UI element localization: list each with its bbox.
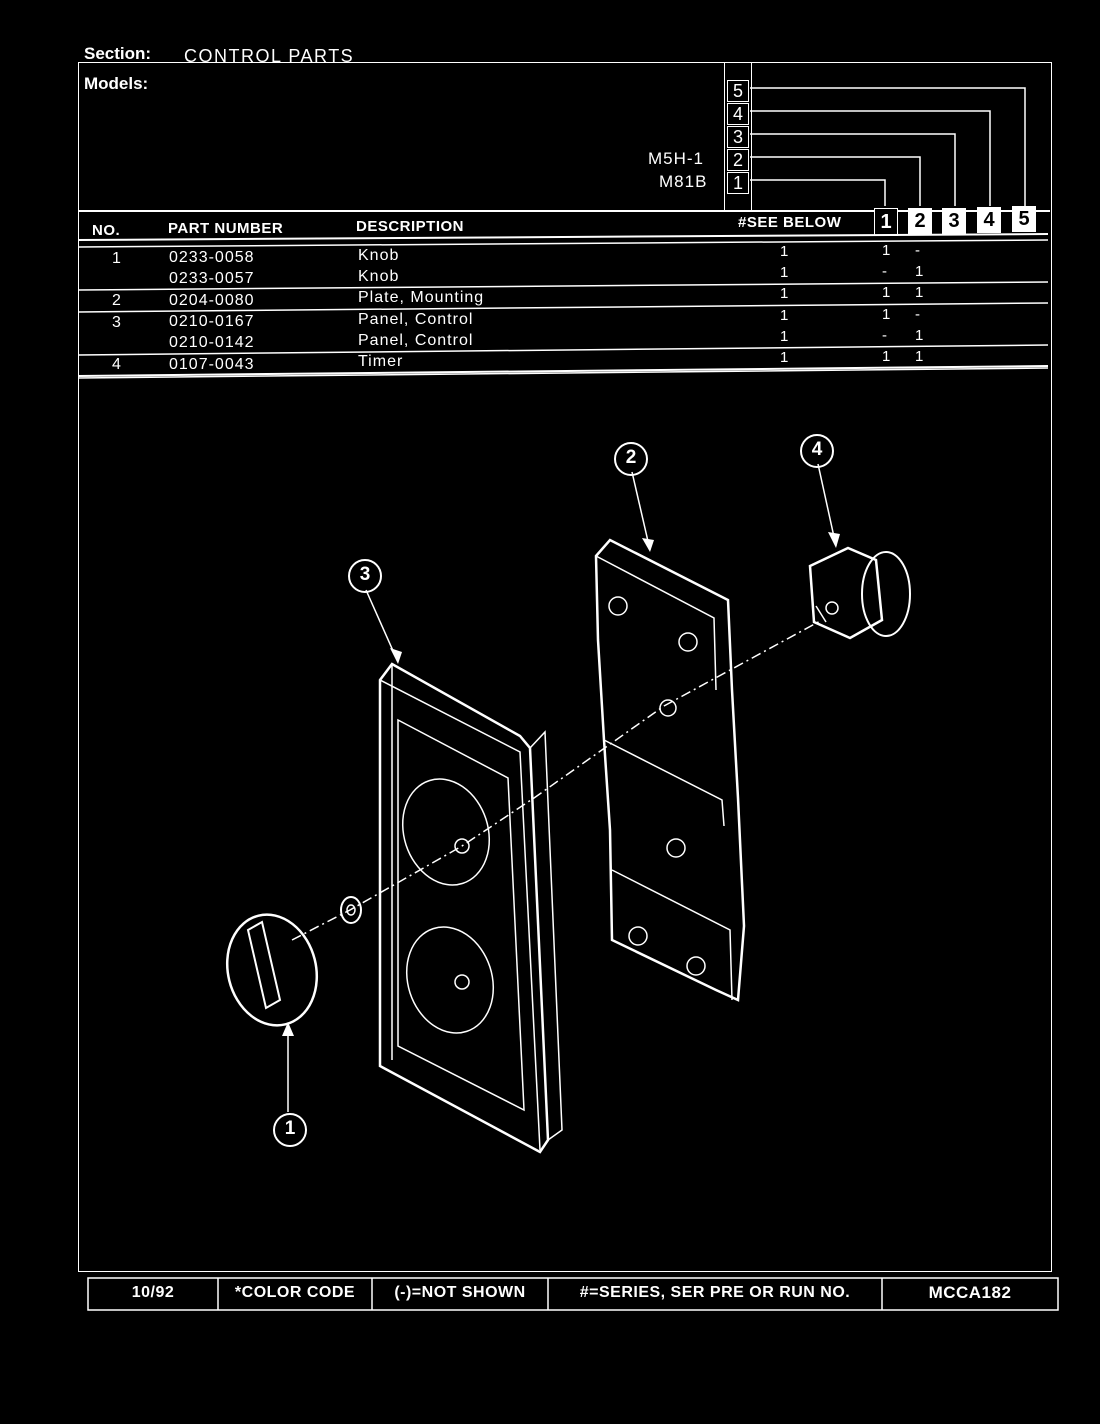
row6-m2: 1	[915, 348, 924, 365]
row4-m2: -	[915, 306, 920, 323]
col-model-4: 4	[977, 207, 1001, 233]
row4-desc: Panel, Control	[358, 311, 474, 328]
row4-see: 1	[780, 307, 789, 324]
col-header-see-below: #SEE BELOW	[738, 214, 842, 231]
col-header-no: NO.	[92, 222, 121, 239]
models-label: Models:	[84, 74, 149, 93]
row2-m1: -	[882, 263, 887, 280]
col-header-part-number: PART NUMBER	[168, 220, 284, 237]
row4-part: 0210-0167	[169, 313, 255, 330]
model2-line	[750, 156, 921, 206]
model-box-3: 3	[727, 126, 749, 148]
model-box-5: 5	[727, 80, 749, 102]
row1-see: 1	[780, 243, 789, 260]
model1-line	[750, 179, 886, 206]
row5-part: 0210-0142	[169, 334, 255, 351]
model-m5h1: M5H-1	[648, 149, 705, 168]
col-model-5: 5	[1012, 206, 1036, 232]
row5-see: 1	[780, 328, 789, 345]
callout-1: 1	[284, 1118, 296, 1139]
timer-part-4	[808, 546, 911, 640]
footer-date: 10/92	[131, 1284, 175, 1301]
row3-m1: 1	[882, 284, 891, 301]
model3-line	[750, 133, 956, 206]
model-box-4: 4	[727, 103, 749, 125]
col-model-3: 3	[942, 208, 966, 234]
model-column-stack	[724, 62, 752, 210]
knob-part-1	[225, 913, 319, 1027]
row2-see: 1	[780, 264, 789, 281]
row3-no: 2	[112, 292, 122, 309]
control-panel-part-3	[378, 662, 563, 1154]
row6-m1: 1	[882, 348, 891, 365]
washer	[340, 896, 362, 924]
row6-see: 1	[780, 349, 789, 366]
row6-desc: Timer	[358, 353, 404, 370]
col-header-description: DESCRIPTION	[356, 218, 465, 235]
model-box-2: 2	[727, 149, 749, 171]
row3-desc: Plate, Mounting	[358, 289, 485, 306]
row1-no: 1	[112, 250, 122, 267]
model-m81b: M81B	[659, 172, 708, 191]
callout-2: 2	[625, 447, 637, 468]
callout-4: 4	[811, 439, 823, 460]
row1-desc: Knob	[358, 247, 400, 264]
row4-no: 3	[112, 314, 122, 331]
row1-m2: -	[915, 242, 920, 259]
row6-part: 0107-0043	[169, 356, 255, 373]
footer-doc-id: MCCA182	[928, 1283, 1012, 1302]
row4-m1: 1	[882, 306, 891, 323]
row6-no: 4	[112, 356, 122, 373]
model-box-1: 1	[727, 172, 749, 194]
footer-series: #=SERIES, SER PRE OR RUN NO.	[579, 1284, 851, 1301]
row1-m1: 1	[882, 242, 891, 259]
row1-part: 0233-0058	[169, 249, 255, 266]
footer-not-shown: (-)=NOT SHOWN	[394, 1284, 526, 1301]
row5-m2: 1	[915, 327, 924, 344]
section-label: Section:	[84, 44, 152, 63]
callout-3: 3	[359, 564, 371, 585]
page-frame	[78, 62, 1052, 1272]
models-divider	[78, 210, 1050, 212]
footer-color-code: *COLOR CODE	[234, 1284, 356, 1301]
row3-part: 0204-0080	[169, 292, 255, 309]
section-title: CONTROL PARTS	[184, 46, 355, 66]
row2-desc: Knob	[358, 268, 400, 285]
row3-see: 1	[780, 285, 789, 302]
model5-line	[750, 87, 1026, 206]
model4-line	[750, 110, 991, 206]
row2-m2: 1	[915, 263, 924, 280]
row5-m1: -	[882, 327, 887, 344]
row3-m2: 1	[915, 284, 924, 301]
row5-desc: Panel, Control	[358, 332, 474, 349]
col-model-2: 2	[908, 208, 932, 234]
mounting-plate-part-2	[594, 538, 746, 1002]
row2-part: 0233-0057	[169, 270, 255, 287]
